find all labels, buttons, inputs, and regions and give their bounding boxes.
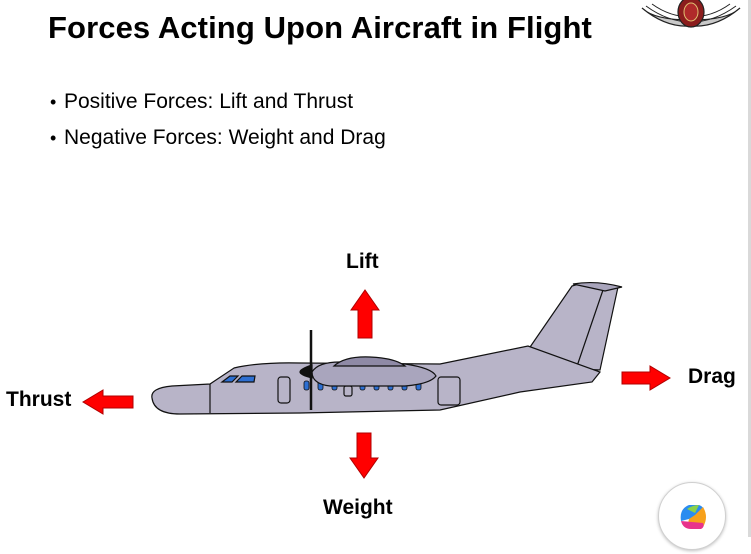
lift-label: Lift — [346, 250, 379, 273]
engine-nacelle — [311, 361, 437, 387]
thrust-arrow — [82, 389, 134, 415]
bullet-item: • Positive Forces: Lift and Thrust — [50, 84, 386, 120]
cockpit-window — [234, 375, 256, 383]
tail-fin-line — [574, 289, 604, 373]
bullet-list: • Positive Forces: Lift and Thrust • Negat… — [50, 84, 386, 156]
propeller-spinner — [299, 364, 313, 379]
front-door — [277, 376, 291, 404]
drag-arrow — [621, 365, 671, 391]
cockpit-window — [220, 375, 240, 383]
belly-hatch — [343, 385, 353, 397]
thrust-label: Thrust — [6, 388, 72, 411]
slide-title: Forces Acting Upon Aircraft in Flight — [48, 10, 592, 45]
aircraft — [151, 281, 623, 415]
lift-arrow — [350, 289, 380, 339]
forces-diagram — [82, 281, 671, 479]
slide-edge — [748, 0, 751, 537]
weight-arrow — [349, 432, 379, 479]
tail-tip — [572, 281, 623, 292]
weight-label: Weight — [323, 496, 393, 519]
rear-door — [437, 376, 461, 406]
copilot-icon — [680, 505, 706, 529]
copilot-button[interactable] — [658, 482, 726, 550]
wing — [332, 356, 407, 367]
bullet-item: • Negative Forces: Weight and Drag — [50, 120, 386, 156]
wings-badge-icon — [641, 0, 741, 28]
bullet-text: Negative Forces: Weight and Drag — [64, 126, 386, 149]
bullet-dot: • — [50, 92, 57, 112]
bullet-text: Positive Forces: Lift and Thrust — [64, 90, 354, 113]
drag-label: Drag — [688, 365, 736, 388]
bullet-dot: • — [50, 128, 57, 148]
slide: Forces Acting Upon Aircraft in Flight • P… — [6, 0, 751, 550]
